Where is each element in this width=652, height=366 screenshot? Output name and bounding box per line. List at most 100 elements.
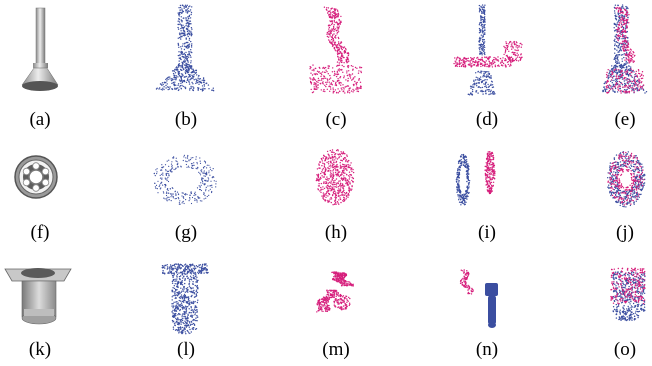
cloud-point	[486, 181, 488, 183]
cloud-point	[326, 35, 329, 38]
cloud-point	[351, 185, 353, 188]
cloud-point	[634, 78, 636, 81]
cloud-point	[310, 78, 312, 80]
cloud-point	[192, 167, 194, 169]
cloud-point	[180, 87, 182, 90]
cloud-point	[456, 177, 458, 179]
cloud-point	[459, 198, 462, 200]
cloud-point	[327, 67, 329, 70]
cloud-point	[339, 69, 342, 71]
cloud-point	[488, 180, 490, 182]
cloud-point	[185, 67, 187, 69]
cloud-point	[517, 60, 520, 62]
cloud-point	[333, 203, 336, 205]
cloud-point	[182, 74, 184, 77]
cloud-point	[186, 4, 188, 6]
cloud-point	[491, 190, 493, 192]
cloud-point	[629, 194, 631, 197]
cloud-point	[476, 65, 478, 67]
cloud-point	[631, 88, 633, 90]
cloud-point	[630, 196, 632, 198]
cloud-point	[351, 170, 353, 173]
cloud-point	[459, 63, 461, 65]
cloud-point	[183, 56, 185, 59]
cloud-point	[507, 45, 509, 48]
cloud-point	[630, 154, 632, 156]
cloud-point	[456, 172, 458, 174]
cloud-point	[338, 64, 341, 66]
cloud-point	[616, 178, 619, 180]
cloud-point	[187, 266, 189, 268]
cloud-point	[334, 16, 336, 19]
cloud-point	[619, 181, 621, 184]
cloud-point	[337, 56, 339, 58]
cloud-point	[356, 86, 358, 88]
cloud-point	[614, 161, 616, 164]
cloud-point	[323, 194, 325, 196]
cloud-point	[622, 34, 624, 37]
cloud-point	[618, 187, 621, 190]
cloud-point	[184, 194, 186, 196]
cloud-point	[639, 169, 641, 172]
cloud-point	[191, 66, 193, 68]
cloud-point	[185, 38, 187, 40]
cloud-point	[335, 184, 338, 186]
cloud-point	[345, 160, 347, 163]
cloud-point	[351, 179, 353, 182]
cloud-point	[638, 168, 640, 170]
cloud-point	[499, 57, 502, 60]
cloud-point	[332, 15, 335, 17]
cloud-point	[180, 30, 182, 32]
cloud-point	[624, 25, 627, 27]
cloud-point	[325, 69, 327, 71]
cloud-point	[156, 171, 158, 173]
cloud-point	[327, 33, 330, 35]
cloud-point	[624, 39, 626, 41]
cloud-point	[209, 174, 211, 176]
cloud-point	[617, 191, 620, 193]
cloud-point	[621, 159, 624, 162]
cloud-point	[513, 41, 515, 43]
cloud-point	[330, 188, 332, 190]
cloud-point	[335, 160, 338, 163]
cloud-point	[167, 188, 169, 190]
cloud-point	[455, 62, 457, 64]
cloud-point	[345, 193, 347, 195]
cloud-point	[346, 154, 348, 156]
cloud-point	[336, 31, 339, 34]
cloud-point	[162, 266, 165, 269]
cloud-point	[170, 163, 173, 165]
cloud-point	[492, 171, 494, 173]
cloud-point	[609, 166, 611, 168]
cloud-point	[188, 268, 190, 270]
cloud-point	[175, 280, 177, 282]
cloud-point	[627, 197, 629, 199]
cloud-point	[463, 161, 466, 163]
cloud-point	[182, 300, 184, 303]
cloud-point	[631, 178, 633, 180]
cloud-point	[171, 161, 173, 163]
cloud-point	[330, 41, 333, 43]
cloud-point	[176, 270, 178, 272]
cloud-point	[492, 166, 495, 168]
cloud-point	[327, 12, 329, 14]
cloud-point	[167, 176, 169, 178]
cloud-point	[616, 82, 618, 85]
cloud-point	[342, 196, 345, 198]
cloud-point	[624, 157, 627, 159]
cloud-point	[184, 306, 186, 309]
cloud-point	[609, 170, 612, 172]
cloud-point	[626, 46, 628, 48]
cloud-point	[203, 272, 205, 274]
cloud-point	[613, 79, 615, 82]
cloud-point	[346, 169, 348, 172]
cloud-point	[631, 165, 633, 168]
cloud-point	[331, 43, 334, 46]
cloud-point	[629, 48, 632, 50]
cloud-point	[328, 65, 330, 67]
cloud-point	[644, 174, 646, 176]
cloud-point	[612, 197, 614, 199]
cloud-point	[337, 78, 339, 80]
cloud-point	[610, 79, 613, 81]
cloud-point	[458, 173, 461, 175]
